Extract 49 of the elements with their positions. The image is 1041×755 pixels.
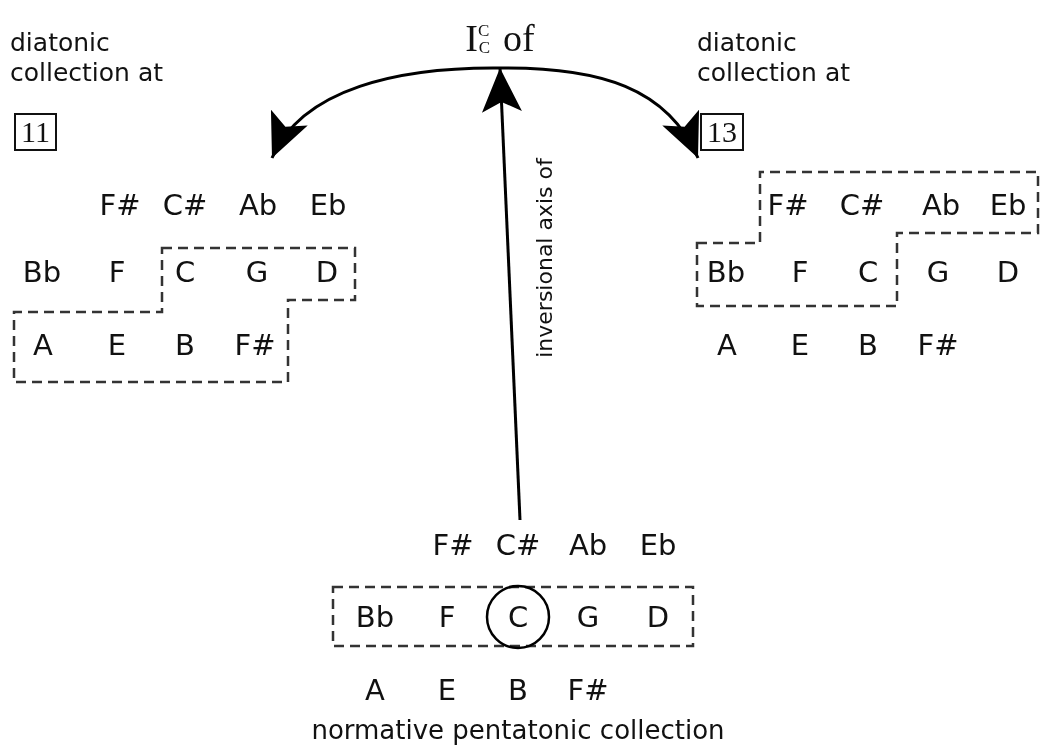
interval-number: 13 xyxy=(700,113,744,151)
pitch-name: F xyxy=(438,602,456,632)
edge-label: inversional axis of xyxy=(531,158,557,358)
pitch-name: F# xyxy=(432,530,474,560)
pitch-name: C# xyxy=(162,190,208,220)
pitch-name: C xyxy=(857,257,879,287)
pitch-name: Ab xyxy=(568,530,608,560)
pitch-name: A xyxy=(33,330,53,360)
pitch-name: Eb xyxy=(309,190,347,220)
pitch-name: Bb xyxy=(706,257,746,287)
pitch-name: B xyxy=(175,330,195,360)
pitch-name: G xyxy=(576,602,600,632)
pitch-name: E xyxy=(107,330,127,360)
pitch-name: E xyxy=(437,675,457,705)
pitch-name: C xyxy=(174,257,196,287)
pitch-name: G xyxy=(926,257,950,287)
pitch-name: G xyxy=(245,257,269,287)
pitch-name: B xyxy=(858,330,878,360)
arrow xyxy=(481,67,522,521)
pitch-name: Bb xyxy=(355,602,395,632)
pitch-name: Eb xyxy=(639,530,677,560)
pitch-name: Ab xyxy=(238,190,278,220)
arrow xyxy=(270,66,500,159)
arrow xyxy=(500,66,700,159)
pitch-name: A xyxy=(717,330,737,360)
interval-number: 11 xyxy=(14,113,57,151)
pitch-name: C# xyxy=(495,530,541,560)
pitch-name: Ab xyxy=(921,190,961,220)
collection-heading: diatonic collection at xyxy=(697,28,851,88)
pitch-name: D xyxy=(315,257,339,287)
pitch-name: C# xyxy=(839,190,885,220)
pitch-name: A xyxy=(365,675,385,705)
pitch-name: F xyxy=(791,257,809,287)
pitch-name: D xyxy=(646,602,670,632)
pitch-name: F# xyxy=(917,330,959,360)
pitch-name: D xyxy=(996,257,1020,287)
pitch-name: F# xyxy=(767,190,809,220)
pitch-name: B xyxy=(508,675,528,705)
collection-heading: diatonic collection at xyxy=(10,28,164,88)
pitch-name: F# xyxy=(567,675,609,705)
pitch-name: E xyxy=(790,330,810,360)
pitch-name: F# xyxy=(234,330,276,360)
pitch-name: F# xyxy=(99,190,141,220)
pitch-name: F xyxy=(108,257,126,287)
pitch-name: C xyxy=(507,602,529,632)
pitch-name: Eb xyxy=(989,190,1027,220)
inversion-operator: I$^{C}$$_{C}$ of xyxy=(465,19,535,57)
collection-caption: normative pentatonic collection xyxy=(311,717,725,743)
pitch-name: Bb xyxy=(22,257,62,287)
